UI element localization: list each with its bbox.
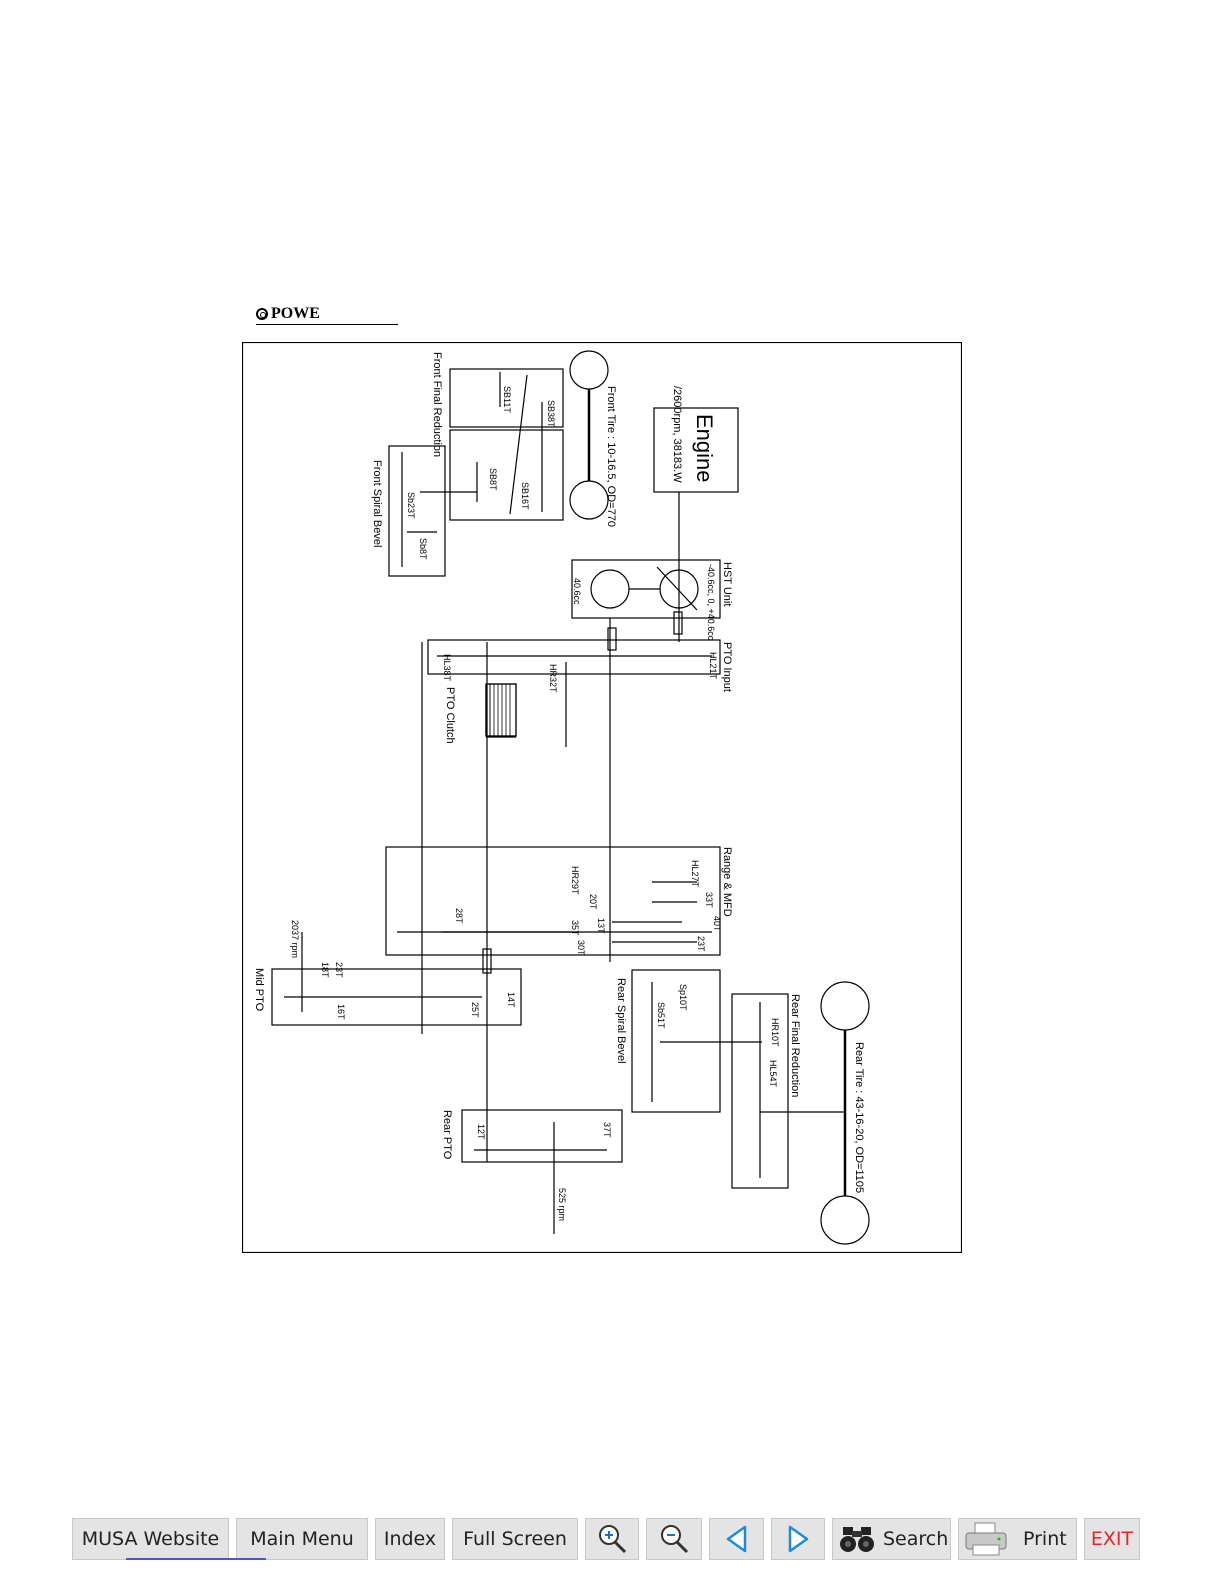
gear-label: 40T xyxy=(712,916,722,932)
print-button[interactable]: Print xyxy=(958,1518,1077,1560)
gear-label: Sb23T xyxy=(406,492,416,519)
rear-pto-rpm-label: 525 rpm xyxy=(557,1188,567,1221)
hst-unit-box xyxy=(571,559,721,619)
zoom-out-icon xyxy=(657,1522,691,1556)
rear-final-reduction-box xyxy=(731,993,789,1189)
hst-motor-circle xyxy=(590,569,630,609)
pto-input-box xyxy=(427,639,721,675)
gear-label: 35T xyxy=(570,920,580,936)
gear-label: HL54T xyxy=(768,1060,778,1088)
engine-box xyxy=(653,407,739,493)
front-spiral-bevel-box xyxy=(388,445,446,577)
musa-website-button[interactable]: MUSA Website xyxy=(72,1518,229,1560)
next-page-icon xyxy=(784,1524,812,1554)
gear-label: 37T xyxy=(602,1122,612,1138)
gear-label: Sb51T xyxy=(656,1002,666,1029)
gear-label: 14T xyxy=(506,992,516,1008)
rear-spiral-bevel-label: Rear Spiral Bevel xyxy=(615,978,627,1064)
search-label: Search xyxy=(883,1528,949,1550)
gear-label: SB8T xyxy=(488,468,498,491)
printer-icon xyxy=(963,1521,1009,1557)
binoculars-icon xyxy=(839,1523,877,1555)
rear-final-reduction-label: Rear Final Reduction xyxy=(789,994,801,1097)
front-final-reduction-label: Front Final Reduction xyxy=(431,352,443,457)
rear-tire-right xyxy=(820,1195,870,1245)
gear-label: 20T xyxy=(588,894,598,910)
index-label: Index xyxy=(383,1528,437,1550)
gear-label: HR10T xyxy=(770,1018,780,1047)
gear-label: 28T xyxy=(454,908,464,924)
gear-label: 30T xyxy=(576,940,586,956)
gear-label: SB11T xyxy=(502,386,512,413)
gear-label: HL27T xyxy=(690,860,700,888)
mid-pto-box xyxy=(271,968,522,1026)
index-button[interactable]: Index xyxy=(375,1518,445,1560)
gear-label: 25T xyxy=(470,1002,480,1018)
gear-label: 12T xyxy=(476,1124,486,1140)
section-heading-text: POWE xyxy=(271,305,320,322)
pto-clutch-plates-a xyxy=(485,683,517,737)
musa-website-label: MUSA Website xyxy=(81,1528,220,1550)
main-menu-button[interactable]: Main Menu xyxy=(236,1518,368,1560)
power-train-diagram: Engine /2600rpm, 38183.W Front Tire : 10… xyxy=(242,342,962,1253)
range-mfd-label: Range & MFD xyxy=(721,847,733,917)
hst-unit-label: HST Unit xyxy=(721,562,733,606)
gear-label: SB38T xyxy=(546,400,556,428)
hst-motor-label: 40.6cc xyxy=(572,578,582,605)
navigation-toolbar: MUSA Website Main Menu Index Full Screen… xyxy=(72,1518,1142,1562)
gear-label: HR32T xyxy=(548,664,558,693)
link-underline xyxy=(126,1558,266,1560)
front-final-reduction-box-b xyxy=(449,429,564,521)
full-screen-label: Full Screen xyxy=(463,1528,567,1550)
range-mfd-box xyxy=(385,846,721,956)
front-tire-right xyxy=(569,480,609,520)
front-tire-left xyxy=(569,350,609,390)
print-label: Print xyxy=(1023,1528,1067,1550)
exit-button[interactable]: EXIT xyxy=(1084,1518,1140,1560)
gear-label: 18T xyxy=(320,962,330,978)
gear-label: 13T xyxy=(596,918,606,934)
rear-pto-label: Rear PTO xyxy=(441,1110,453,1160)
rear-tire-label: Rear Tire : 43-16-20, OD=1105 xyxy=(853,1042,865,1193)
previous-page-icon xyxy=(723,1524,751,1554)
bullet-ring-icon xyxy=(256,308,268,320)
mid-pto-rpm-label: 2037 rpm xyxy=(290,920,300,958)
gear-label: 23T xyxy=(696,936,706,952)
rear-spiral-bevel-box xyxy=(631,969,721,1113)
gear-label: HL38T xyxy=(442,654,452,682)
diagram-frame xyxy=(242,342,962,1253)
engine-spec: /2600rpm, 38183.W xyxy=(671,386,683,483)
engine-title: Engine xyxy=(692,414,717,483)
main-menu-label: Main Menu xyxy=(250,1528,354,1550)
next-page-button[interactable] xyxy=(771,1518,825,1560)
gear-label: Sb8T xyxy=(418,538,428,560)
mid-pto-label: Mid PTO xyxy=(253,968,265,1012)
gear-label: HR29T xyxy=(570,866,580,895)
gear-label: 16T xyxy=(336,1004,346,1020)
gear-label: 33T xyxy=(704,892,714,908)
front-final-reduction-box-a xyxy=(449,368,564,428)
zoom-out-button[interactable] xyxy=(646,1518,702,1560)
gear-label: Sp10T xyxy=(678,984,688,1011)
pto-clutch-label: PTO Clutch xyxy=(444,687,456,744)
gear-label: HL21T xyxy=(708,652,718,680)
front-tire-label: Front Tire : 10-16.5, OD=770 xyxy=(605,386,617,527)
full-screen-button[interactable]: Full Screen xyxy=(452,1518,578,1560)
search-button[interactable]: Search xyxy=(832,1518,951,1560)
hst-spec-label: -40.6cc, 0, +40.6cc xyxy=(706,564,716,641)
exit-label: EXIT xyxy=(1090,1528,1134,1550)
section-heading: POWE xyxy=(256,304,398,325)
pto-input-label: PTO Input xyxy=(721,642,733,692)
rear-pto-box xyxy=(461,1109,623,1163)
gear-label: 23T xyxy=(334,962,344,978)
zoom-in-button[interactable] xyxy=(585,1518,639,1560)
front-spiral-bevel-label: Front Spiral Bevel xyxy=(371,460,383,547)
gear-label: SB16T xyxy=(520,482,530,510)
rear-tire-left xyxy=(820,981,870,1031)
previous-page-button[interactable] xyxy=(709,1518,764,1560)
zoom-in-icon xyxy=(595,1522,629,1556)
